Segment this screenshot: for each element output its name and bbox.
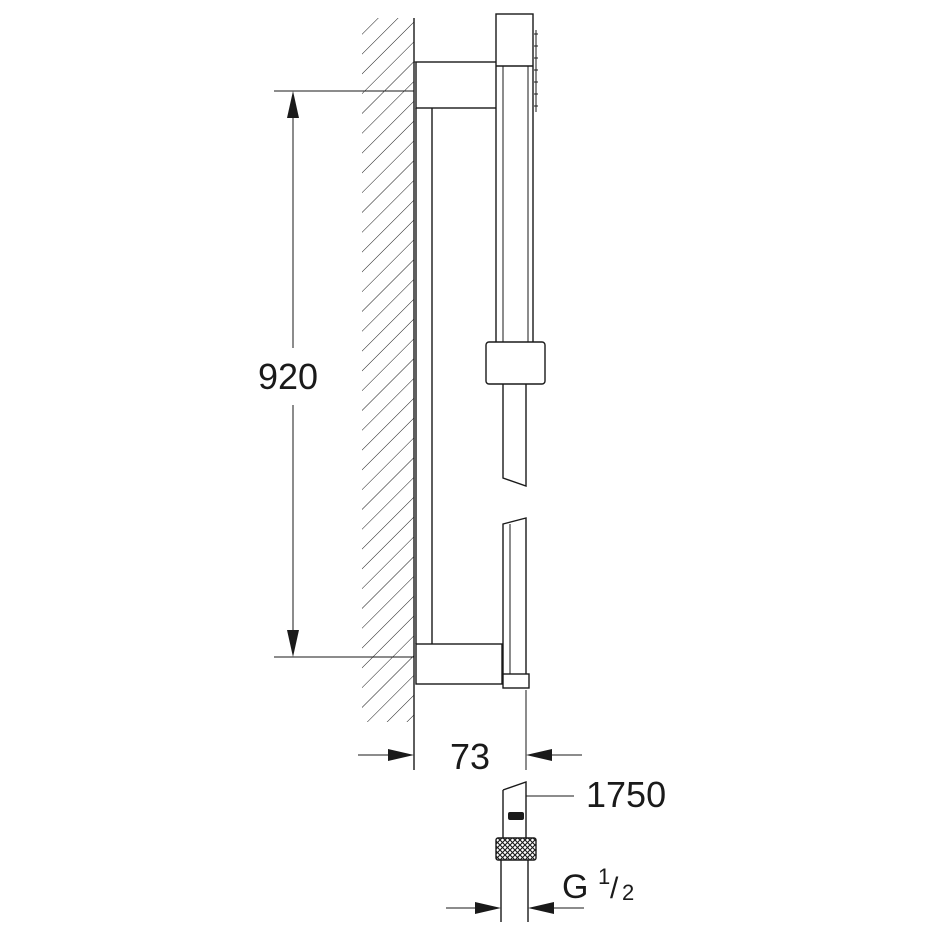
shower-holder xyxy=(485,341,546,385)
shower-rail xyxy=(415,108,433,644)
thread-label-slash: / xyxy=(610,872,619,905)
hose-upper xyxy=(502,384,527,487)
wall-hatching xyxy=(362,18,414,722)
dimension-920: 920 xyxy=(258,90,414,658)
dimension-73-label: 73 xyxy=(450,736,490,777)
dimension-920-label: 920 xyxy=(258,356,318,397)
hose-end-slot xyxy=(508,812,524,820)
thread-label-denominator: 2 xyxy=(622,880,634,905)
knurled-nut xyxy=(495,837,537,861)
thread-label-g: G xyxy=(562,868,588,906)
bottom-bracket xyxy=(415,643,503,685)
dimension-73: 73 xyxy=(358,690,582,777)
top-bracket xyxy=(414,61,503,109)
hose-end-detail: 1750 xyxy=(495,774,666,922)
hose-length-label: 1750 xyxy=(586,774,666,815)
hand-shower xyxy=(495,13,538,345)
thread-dimension: G 1 / 2 xyxy=(446,864,634,914)
hose-lower xyxy=(502,517,530,689)
wall xyxy=(362,18,415,770)
spray-face xyxy=(534,30,538,112)
thread-label-numerator: 1 xyxy=(598,864,610,889)
